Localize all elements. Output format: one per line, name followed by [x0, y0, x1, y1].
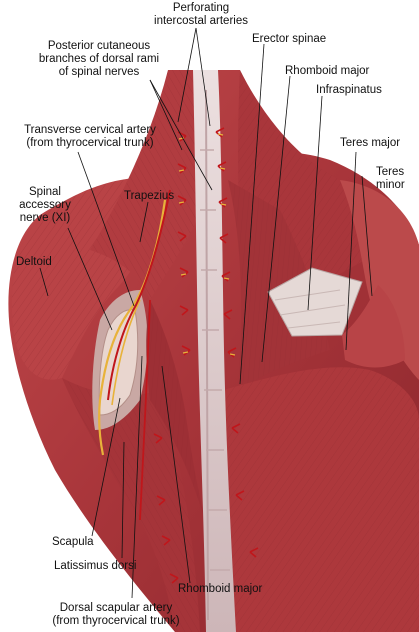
label-teres-minor: Teres minor	[376, 166, 405, 192]
label-line: minor	[376, 179, 405, 191]
label-line: (from thyrocervical trunk)	[52, 615, 180, 627]
label-teres-major: Teres major	[340, 137, 401, 149]
label-spinal-accessory-nerve: Spinal accessory nerve (XI)	[14, 186, 76, 225]
nerve-branch	[111, 299, 141, 406]
transverse-cervical-artery-vessel	[107, 189, 171, 401]
label-line: Spinal	[29, 186, 61, 198]
label-line: branches of dorsal rami	[38, 53, 160, 65]
label-trapezius: Trapezius	[124, 190, 175, 202]
label-line: accessory	[19, 199, 71, 211]
teres-major-muscle	[342, 285, 405, 368]
label-rhomboid-major-top: Rhomboid major	[285, 65, 370, 77]
label-line: of spinal nerves	[58, 66, 140, 78]
label-dorsal-scapular-artery: Dorsal scapular artery (from thyrocervic…	[36, 602, 196, 628]
label-line: Perforating	[172, 2, 230, 14]
label-line: Transverse cervical artery	[24, 124, 156, 136]
label-line: nerve (XI)	[19, 212, 71, 224]
infraspinatus-fascia	[267, 267, 363, 337]
dorsal-scapular-artery-vessel	[139, 299, 151, 521]
label-perforating-intercostal-arteries: Perforating intercostal arteries	[146, 2, 256, 28]
label-infraspinatus: Infraspinatus	[316, 84, 382, 96]
label-line: Posterior cutaneous	[47, 40, 151, 52]
label-latissimus-dorsi: Latissimus dorsi	[54, 560, 137, 572]
label-rhomboid-major-bottom: Rhomboid major	[178, 583, 263, 595]
label-line: (from thyrocervical trunk)	[26, 137, 154, 149]
label-line: intercostal arteries	[154, 15, 248, 27]
label-scapula: Scapula	[52, 536, 94, 548]
label-posterior-cutaneous-branches: Posterior cutaneous branches of dorsal r…	[36, 40, 162, 79]
label-erector-spinae: Erector spinae	[252, 33, 327, 45]
label-line: Teres	[376, 166, 405, 178]
label-transverse-cervical-artery: Transverse cervical artery (from thyroce…	[14, 124, 166, 150]
label-line: Dorsal scapular artery	[59, 602, 173, 614]
leader-lines	[39, 27, 373, 599]
label-deltoid: Deltoid	[16, 256, 52, 268]
